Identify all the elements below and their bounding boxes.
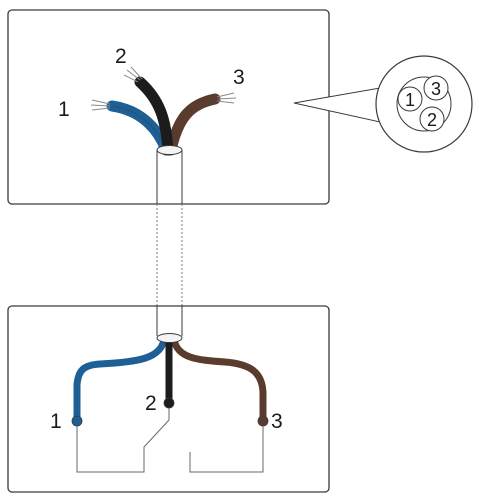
top-panel-frame [7, 9, 330, 205]
sheath-bottom-end [156, 333, 183, 343]
top-wire-3-label: 3 [233, 66, 245, 89]
wire-1-bottom [73, 336, 168, 424]
wire-2-top [134, 76, 174, 156]
cable-cross-section: 1 3 2 [375, 55, 473, 153]
cross-section-label-1: 1 [405, 90, 415, 110]
top-wire-2-label: 2 [115, 45, 127, 68]
bottom-wire-3-label: 3 [271, 410, 283, 433]
bottom-wires [71, 333, 269, 427]
cross-section-label-2: 2 [427, 110, 437, 130]
bottom-wire-2-label: 2 [145, 392, 157, 415]
bottom-panel-frame [7, 305, 330, 493]
bottom-wire-1-label: 1 [50, 410, 62, 433]
strand-ends [90, 66, 237, 111]
cross-section-label-3: 3 [431, 79, 441, 99]
top-wires [90, 66, 237, 156]
sheath-top-end [156, 145, 183, 155]
terminal-3 [257, 415, 269, 427]
wire-3-bottom [170, 336, 267, 424]
terminal-2 [163, 397, 175, 409]
top-wire-1-label: 1 [58, 98, 70, 121]
wire-3-top [165, 93, 221, 156]
terminal-1 [71, 415, 83, 427]
switch-circuit [76, 408, 264, 473]
